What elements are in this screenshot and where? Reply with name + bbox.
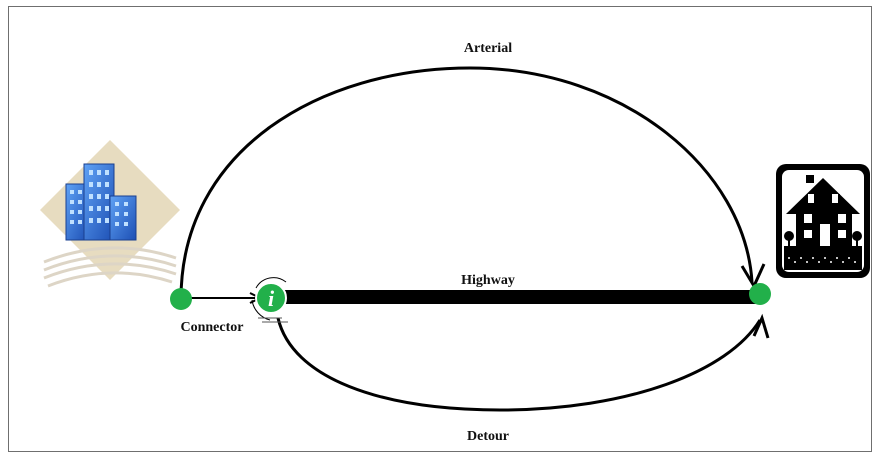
highway-label: Highway	[461, 273, 515, 288]
origin-node	[170, 288, 192, 310]
house-icon	[776, 164, 870, 278]
info-glyph: i	[268, 286, 275, 311]
detour-arrowhead	[754, 318, 768, 338]
arterial-label: Arterial	[464, 41, 512, 56]
highway-route	[284, 290, 760, 304]
detour-route	[278, 318, 760, 410]
detour-label: Detour	[467, 429, 509, 444]
office-buildings-icon	[40, 140, 180, 286]
connector-label: Connector	[181, 320, 244, 335]
arterial-arrowhead	[742, 264, 764, 286]
destination-node	[749, 283, 771, 305]
info-icon: i	[252, 278, 288, 322]
arterial-route	[181, 68, 752, 299]
